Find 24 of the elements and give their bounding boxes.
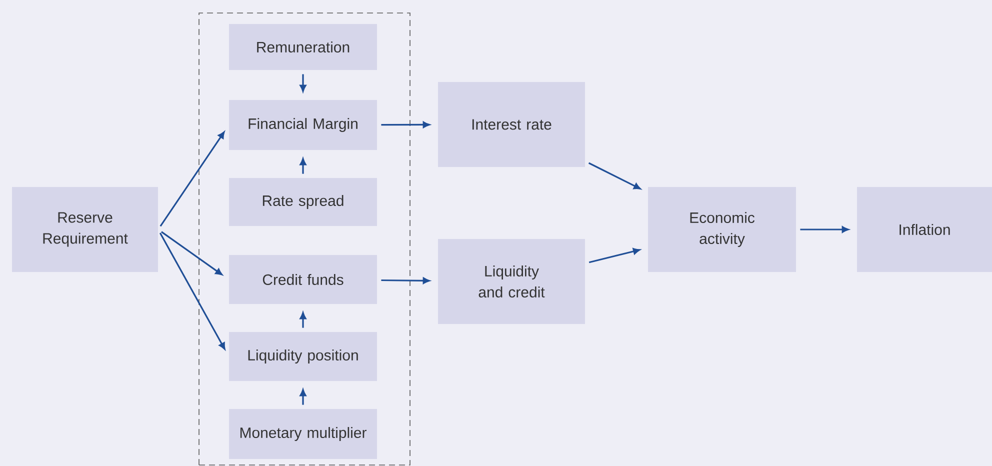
arrow <box>161 231 222 276</box>
process-box: Inflation <box>857 187 992 272</box>
arrow <box>159 232 226 350</box>
factor-box: Monetary multiplier <box>229 409 377 459</box>
factor-box: Rate spread <box>229 178 377 226</box>
arrow <box>300 158 306 174</box>
arrow <box>381 121 430 128</box>
arrow <box>300 389 306 405</box>
arrow <box>300 312 306 328</box>
arrow <box>160 132 225 227</box>
process-box: Interest rate <box>438 82 585 167</box>
arrow <box>800 226 849 233</box>
factor-box: Liquidity position <box>229 332 377 381</box>
factor-box: Credit funds <box>229 255 377 304</box>
arrow <box>588 162 641 190</box>
factor-box: Remuneration <box>229 24 377 70</box>
process-box: Economic activity <box>648 187 796 272</box>
factor-box: Financial Margin <box>229 100 377 150</box>
process-box: Reserve Requirement <box>12 187 158 272</box>
process-box: Liquidity and credit <box>438 239 585 324</box>
arrow <box>588 248 640 264</box>
arrow <box>381 277 430 284</box>
dashed-group-box <box>198 12 410 466</box>
arrow <box>300 74 306 92</box>
